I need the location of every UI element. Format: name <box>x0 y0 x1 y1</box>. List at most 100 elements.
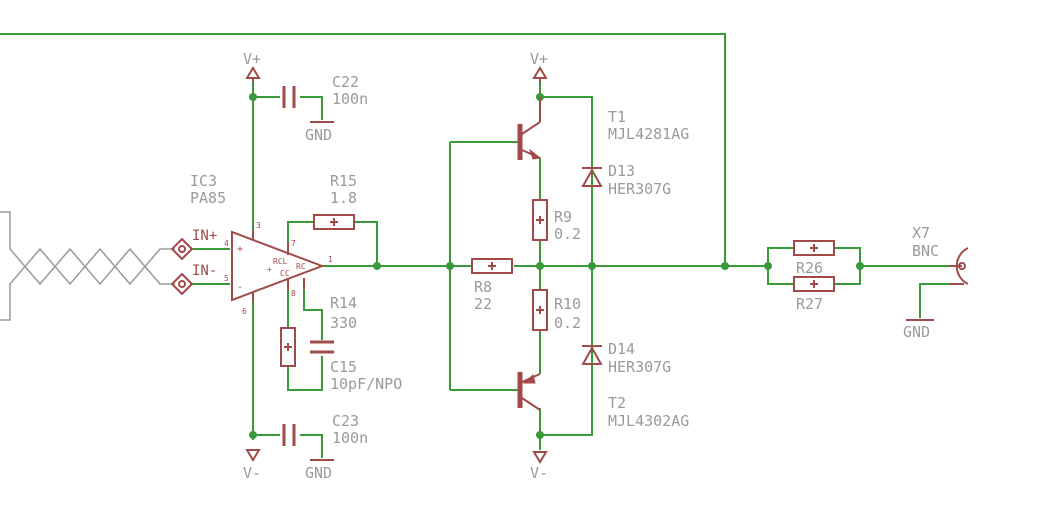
c23-value: 100n <box>332 429 368 447</box>
feedback-wire <box>0 33 726 266</box>
resistor-r26-symbol <box>793 240 835 256</box>
x7-ref: X7 <box>912 224 930 242</box>
opamp-ic3-symbol <box>231 230 325 302</box>
transistor-t1-symbol <box>517 97 542 160</box>
vminus-symbol <box>245 449 261 462</box>
c22-gnd-wire <box>300 96 323 120</box>
net-label-gnd: GND <box>305 126 332 144</box>
t2-value: MJL4302AG <box>608 412 689 430</box>
vplus-symbol <box>245 66 261 82</box>
pin-label-plus-inner: + <box>267 265 272 274</box>
resistor-r9-symbol <box>532 199 548 241</box>
c22-value: 100n <box>332 90 368 108</box>
r26-ref: R26 <box>796 259 823 277</box>
net-label-gnd: GND <box>305 464 332 482</box>
r15-value: 1.8 <box>330 189 357 207</box>
r9-value: 0.2 <box>554 225 581 243</box>
net-label-vplus: V+ <box>530 50 548 68</box>
c15-ref: C15 <box>330 358 357 376</box>
t1-value: MJL4281AG <box>608 125 689 143</box>
pin-number-8: 8 <box>291 289 296 298</box>
junction-dot <box>249 93 257 101</box>
junction-dot <box>536 262 544 270</box>
diode-d13-symbol <box>581 167 603 187</box>
d14-ref: D14 <box>608 340 635 358</box>
resistor-r10-symbol <box>532 289 548 331</box>
opamp-triangle <box>231 230 325 302</box>
r8-value: 22 <box>474 295 492 313</box>
twisted-wire-b <box>0 247 175 321</box>
junctions <box>249 93 864 439</box>
t2-ref: T2 <box>608 394 626 412</box>
pin-number-4: 4 <box>224 239 229 248</box>
pin-number-7: 7 <box>291 239 296 248</box>
resistor-r27-symbol <box>793 276 835 292</box>
d13-value: HER307G <box>608 180 671 198</box>
r14-c15-bottom-wire <box>287 356 323 391</box>
capacitor-c22-symbol <box>282 86 296 108</box>
resistor-r15-symbol <box>313 214 355 230</box>
resistor-r14-symbol <box>280 327 296 367</box>
transistor-t2-symbol <box>517 372 541 411</box>
c15-value: 10pF/NPO <box>330 375 402 393</box>
input-pad-in-plus <box>170 237 194 261</box>
r10-ref: R10 <box>554 295 581 313</box>
junction-dot <box>764 262 772 270</box>
pin-number-1: 1 <box>328 255 333 264</box>
pin-number-3: 3 <box>256 221 261 230</box>
opamp-plus-sign: + <box>237 244 243 255</box>
net-label-vminus: V- <box>243 464 261 482</box>
pin-label-rc: RC <box>296 262 306 271</box>
input-pad-in-minus <box>170 272 194 296</box>
pin-number-6: 6 <box>242 307 247 316</box>
r15-right-wire <box>354 221 378 266</box>
net-label-in-plus: IN+ <box>192 228 217 244</box>
junction-dot <box>588 262 596 270</box>
bnc-connector-x7-symbol <box>950 247 969 285</box>
d14-value: HER307G <box>608 358 671 376</box>
r15-left-wire <box>287 221 314 242</box>
r15-ref: R15 <box>330 172 357 190</box>
net-label-in-minus: IN- <box>192 263 217 279</box>
c23-ref: C23 <box>332 412 359 430</box>
junction-dot <box>721 262 729 270</box>
vminus-symbol <box>532 451 548 464</box>
x7-value: BNC <box>912 242 939 260</box>
vplus-symbol <box>532 66 548 82</box>
r8-ref: R8 <box>474 278 492 296</box>
junction-dot <box>373 262 381 270</box>
resistor-r8-symbol <box>471 258 513 274</box>
t1-ref: T1 <box>608 108 626 126</box>
c23-gnd-wire <box>300 434 323 458</box>
d13-ref: D13 <box>608 162 635 180</box>
net-label-vminus: V- <box>530 464 548 482</box>
t1-collector-wire <box>539 82 593 266</box>
junction-dot <box>446 262 454 270</box>
bnc-gnd-wire <box>919 283 950 318</box>
c22-ref: C22 <box>332 73 359 91</box>
r14-value: 330 <box>330 314 357 332</box>
r14-ref: R14 <box>330 294 357 312</box>
r27-left-wire <box>767 266 794 285</box>
net-label-vplus: V+ <box>243 50 261 68</box>
junction-dot <box>536 431 544 439</box>
junction-dot <box>249 431 257 439</box>
r27-ref: R27 <box>796 295 823 313</box>
pin-number-5: 5 <box>224 274 229 283</box>
t2-collector-wire <box>539 266 593 436</box>
pin-label-rcl: RCL <box>273 257 288 266</box>
input-twisted-pair <box>0 211 175 321</box>
r26-left-wire <box>767 247 794 266</box>
diode-d14-symbol <box>581 345 603 365</box>
r10-value: 0.2 <box>554 314 581 332</box>
ic3-ref: IC3 <box>190 172 217 190</box>
c15-top-wire <box>303 290 323 340</box>
ic3-value: PA85 <box>190 189 226 207</box>
net-label-gnd: GND <box>903 323 930 341</box>
pin-label-cc: CC <box>280 269 290 278</box>
wires <box>0 33 950 458</box>
opamp-minus-sign: - <box>237 282 243 293</box>
r9-ref: R9 <box>554 208 572 226</box>
twisted-wire-a <box>0 211 175 286</box>
